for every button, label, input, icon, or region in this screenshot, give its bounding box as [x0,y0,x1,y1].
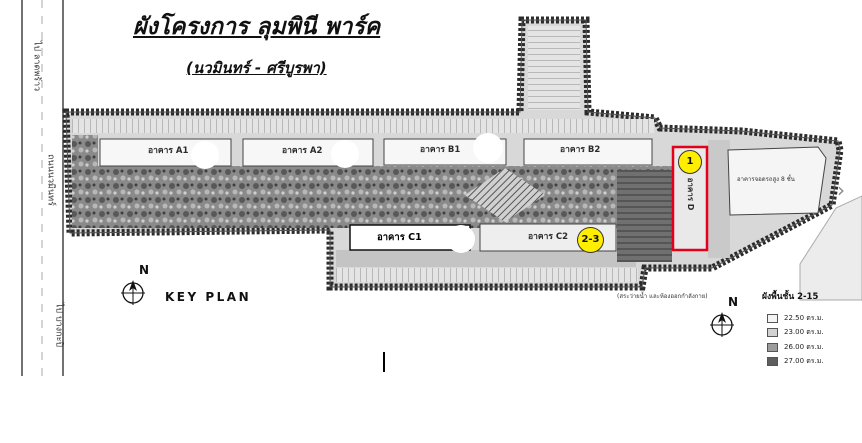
building-a2-label: อาคาร A2 [282,146,323,156]
legend-swatch [767,357,778,367]
legend-label: 22.50 ตร.ม. [784,313,824,322]
legend-label: 26.00 ตร.ม. [784,342,824,351]
blank-circle [331,140,359,168]
legend-swatch [767,328,778,338]
plan-subtitle: (นวมินทร์ - ศรีบูรพา) [186,59,327,77]
legend-label: 23.00 ตร.ม. [784,328,824,337]
legend-item: 27.00 ตร.ม. [767,355,824,370]
nawamin-road [21,0,64,376]
legend-item: 26.00 ตร.ม. [767,340,824,355]
amenity-note: (สระว่ายน้ำ และห้องออกกำลังกาย) [617,293,708,300]
chevron-right-icon[interactable]: › [837,178,845,202]
legend-swatch [767,313,778,323]
blank-circle [447,225,475,253]
legend-swatch [767,342,778,352]
parking-building-shape [727,146,827,216]
building-c2-label: อาคาร C2 [528,232,569,242]
north-arrow-icon [121,280,145,305]
north-arrow-icon [710,312,734,337]
parking-stalls [72,26,654,282]
marker-1: 1 [678,150,702,174]
road-name: ถนนนวมินทร์ [45,154,56,206]
legend-item: 23.00 ตร.ม. [767,326,824,341]
plan-title: ผังโครงการ ลุมพินี พาร์ค [133,14,381,40]
north-label: N [139,263,150,277]
building-c1-label: อาคาร C1 [377,232,422,243]
legend-title: ผังพื้นชั้น 2-15 [762,292,819,302]
blank-circle [473,133,503,163]
garden-landscape [72,135,730,267]
key-plan-label: KEY PLAN [165,290,252,304]
legend-label: 27.00 ตร.ม. [784,357,824,366]
blank-circle [191,141,219,169]
building-b1-label: อาคาร B1 [420,145,461,155]
marker-2-3: 2-3 [577,227,604,253]
north-label: N [728,295,739,309]
parking-building-label: อาคารจอดรถสูง 8 ชั้น [737,176,795,183]
building-b2-label: อาคาร B2 [560,145,601,155]
unit-size-legend: 22.50 ตร.ม. 23.00 ตร.ม. 26.00 ตร.ม. 27.0… [767,311,824,369]
building-b2-shape [523,138,653,166]
side-road [799,195,862,301]
legend-item: 22.50 ตร.ม. [767,311,824,326]
road-direction-top: ไป ลาดพร้าว [31,40,42,92]
road-direction-bottom: ไป บางกะปิ [53,302,64,348]
building-d-label: อาคาร D [686,177,695,211]
building-a1-label: อาคาร A1 [148,146,189,156]
